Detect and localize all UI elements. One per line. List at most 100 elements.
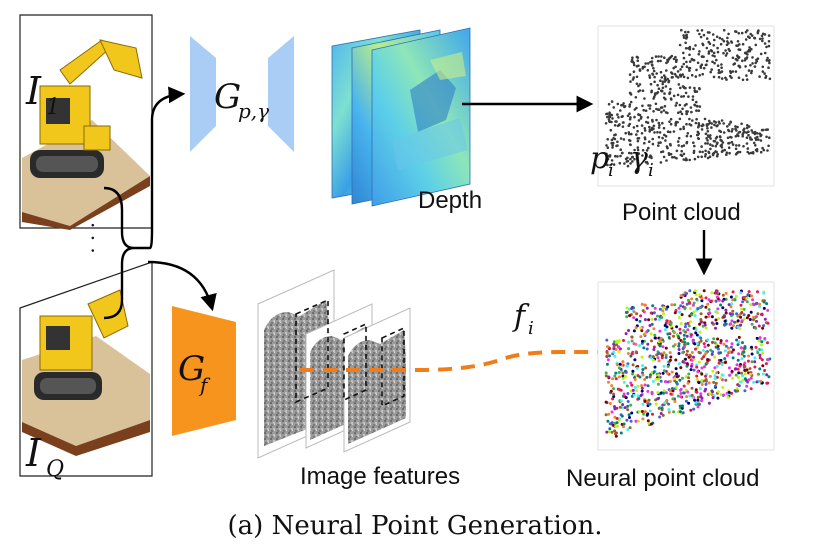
cloud-point bbox=[767, 34, 771, 37]
neural-point bbox=[688, 394, 692, 398]
neural-point bbox=[706, 358, 710, 361]
cloud-point bbox=[753, 36, 756, 40]
neural-point bbox=[666, 332, 670, 336]
neural-point bbox=[670, 303, 674, 307]
cloud-point bbox=[676, 70, 680, 73]
neural-point bbox=[704, 315, 708, 319]
neural-point bbox=[653, 336, 657, 340]
cloud-point bbox=[629, 157, 632, 161]
cloud-point bbox=[633, 148, 636, 152]
neural-point bbox=[672, 344, 675, 348]
neural-point bbox=[656, 382, 660, 386]
cloud-point bbox=[704, 152, 707, 156]
cloud-point bbox=[621, 125, 625, 128]
neural-point bbox=[706, 338, 710, 342]
neural-point bbox=[625, 306, 629, 310]
neural-point bbox=[618, 362, 622, 366]
neural-point bbox=[761, 326, 765, 330]
point-cloud-label: Point cloud bbox=[622, 199, 741, 226]
cloud-point bbox=[713, 123, 716, 127]
cloud-point bbox=[680, 95, 683, 98]
cloud-point bbox=[648, 128, 652, 131]
cloud-point bbox=[646, 62, 650, 65]
neural-point bbox=[766, 341, 769, 345]
neural-point bbox=[687, 301, 691, 305]
neural-point bbox=[637, 410, 641, 414]
cloud-point bbox=[746, 50, 750, 53]
neural-point bbox=[731, 376, 735, 380]
cloud-point bbox=[749, 32, 752, 36]
cloud-point bbox=[718, 135, 722, 138]
neural-point bbox=[624, 396, 628, 400]
cloud-point bbox=[741, 42, 745, 46]
neural-point bbox=[612, 345, 616, 349]
cloud-point bbox=[723, 148, 727, 152]
neural-point bbox=[649, 332, 653, 336]
neural-point bbox=[699, 392, 703, 396]
neural-point bbox=[640, 410, 644, 413]
cloud-point bbox=[720, 143, 724, 147]
neural-point bbox=[689, 408, 693, 412]
neural-point bbox=[682, 384, 686, 388]
neural-point bbox=[681, 360, 685, 364]
neural-point bbox=[615, 424, 619, 428]
neural-point bbox=[627, 307, 631, 311]
neural-point bbox=[710, 352, 714, 356]
cloud-point bbox=[616, 140, 619, 144]
neural-point bbox=[677, 316, 681, 319]
cloud-point bbox=[702, 33, 706, 37]
neural-point bbox=[678, 378, 682, 382]
cloud-point bbox=[685, 112, 688, 116]
neural-point bbox=[626, 428, 630, 432]
cloud-point bbox=[751, 62, 754, 65]
neural-point bbox=[728, 312, 732, 316]
neural-point bbox=[710, 291, 714, 295]
cloud-point bbox=[636, 56, 640, 59]
cloud-point bbox=[682, 158, 685, 161]
neural-point bbox=[704, 382, 708, 386]
neural-point bbox=[621, 403, 625, 407]
neural-point bbox=[673, 311, 677, 315]
neural-point bbox=[664, 346, 668, 350]
cloud-point bbox=[702, 124, 705, 127]
cloud-point bbox=[659, 79, 662, 82]
cloud-point bbox=[681, 73, 684, 76]
neural-point bbox=[695, 297, 699, 301]
neural-point bbox=[725, 339, 729, 343]
neural-point bbox=[605, 350, 609, 354]
neural-point bbox=[628, 314, 632, 318]
cloud-point bbox=[664, 134, 668, 138]
cloud-point bbox=[709, 143, 712, 146]
feature-window bbox=[343, 322, 367, 402]
neural-point bbox=[719, 393, 723, 397]
cloud-point bbox=[745, 126, 749, 130]
neural-point bbox=[728, 373, 732, 377]
neural-point bbox=[608, 427, 612, 431]
neural-point bbox=[678, 410, 682, 414]
feature-network-shape bbox=[172, 306, 236, 436]
neural-point bbox=[723, 323, 727, 327]
neural-point bbox=[695, 342, 699, 346]
neural-point bbox=[704, 326, 708, 330]
neural-point bbox=[766, 308, 770, 312]
cloud-point bbox=[752, 141, 756, 145]
cloud-point bbox=[657, 135, 661, 139]
neural-point bbox=[688, 307, 692, 310]
neural-point bbox=[686, 381, 690, 385]
neural-point bbox=[716, 344, 720, 348]
neural-point bbox=[737, 384, 741, 388]
neural-point bbox=[723, 319, 727, 323]
neural-point bbox=[671, 397, 675, 401]
cloud-point bbox=[671, 72, 674, 75]
neural-point bbox=[752, 315, 756, 319]
neural-point bbox=[720, 373, 724, 377]
neural-point bbox=[680, 406, 684, 410]
neural-point bbox=[692, 407, 696, 411]
cloud-point bbox=[660, 110, 663, 114]
cloud-point bbox=[648, 74, 651, 77]
cloud-point bbox=[607, 102, 611, 106]
neural-point bbox=[738, 364, 742, 368]
neural-point bbox=[641, 368, 645, 371]
cloud-point bbox=[659, 106, 663, 109]
neural-point bbox=[659, 352, 663, 356]
